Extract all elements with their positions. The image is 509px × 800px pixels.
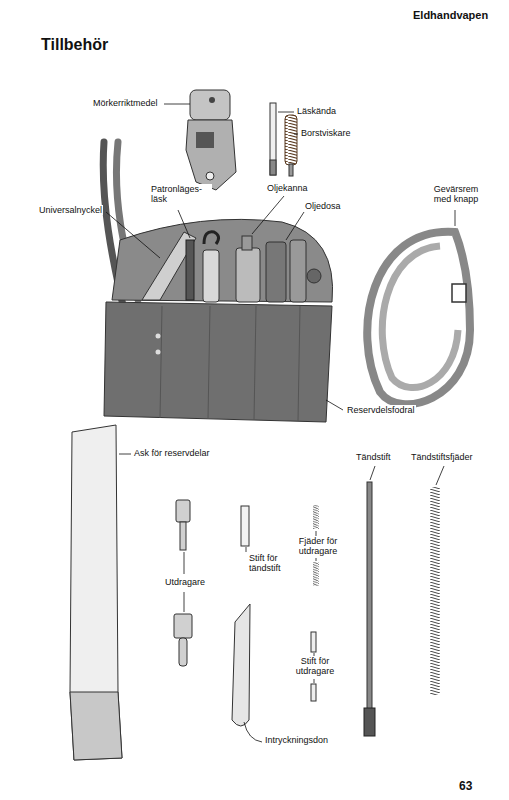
rifle-sling [367, 232, 470, 404]
firing-pin [364, 482, 375, 736]
spare-parts-case [70, 425, 122, 760]
part-label: Stift för tändstift [248, 553, 296, 574]
part-label: Gevärsrem med knapp [428, 184, 484, 205]
page-number: 63 [458, 780, 473, 794]
part-label: Ask för reservdelar [133, 448, 211, 458]
press-tool [232, 604, 250, 726]
night-sight [186, 90, 236, 190]
part-label: Tändstift [355, 452, 392, 462]
part-label: Fjäder för utdragare [292, 536, 344, 557]
page-title: Tillbehör [40, 36, 109, 54]
part-label: Stift för utdragare [290, 656, 340, 677]
part-label: Utdragare [164, 577, 206, 587]
part-label: Reservdelsfodral [346, 405, 416, 415]
cleaning-rod [270, 103, 276, 175]
part-label: Intryckningsdon [264, 735, 329, 745]
part-label: Oljekanna [266, 183, 309, 193]
leader-line [106, 104, 455, 742]
firing-pin-pin [241, 506, 249, 546]
part-label: Mörkerriktmedel [92, 98, 159, 108]
section-header: Eldhandvapen [412, 9, 489, 22]
brush [285, 115, 297, 176]
part-label: Läskända [296, 106, 337, 116]
part-label: Universalnyckel [38, 205, 103, 215]
firing-pin-spring [430, 487, 440, 695]
part-label: Borstviskare [300, 128, 352, 138]
spare-parts-pouch [104, 219, 333, 422]
part-label: Oljedosa [304, 201, 342, 211]
part-label: Patronläges- läsk [150, 184, 212, 205]
part-label: Tändstiftsfjäder [410, 452, 474, 462]
